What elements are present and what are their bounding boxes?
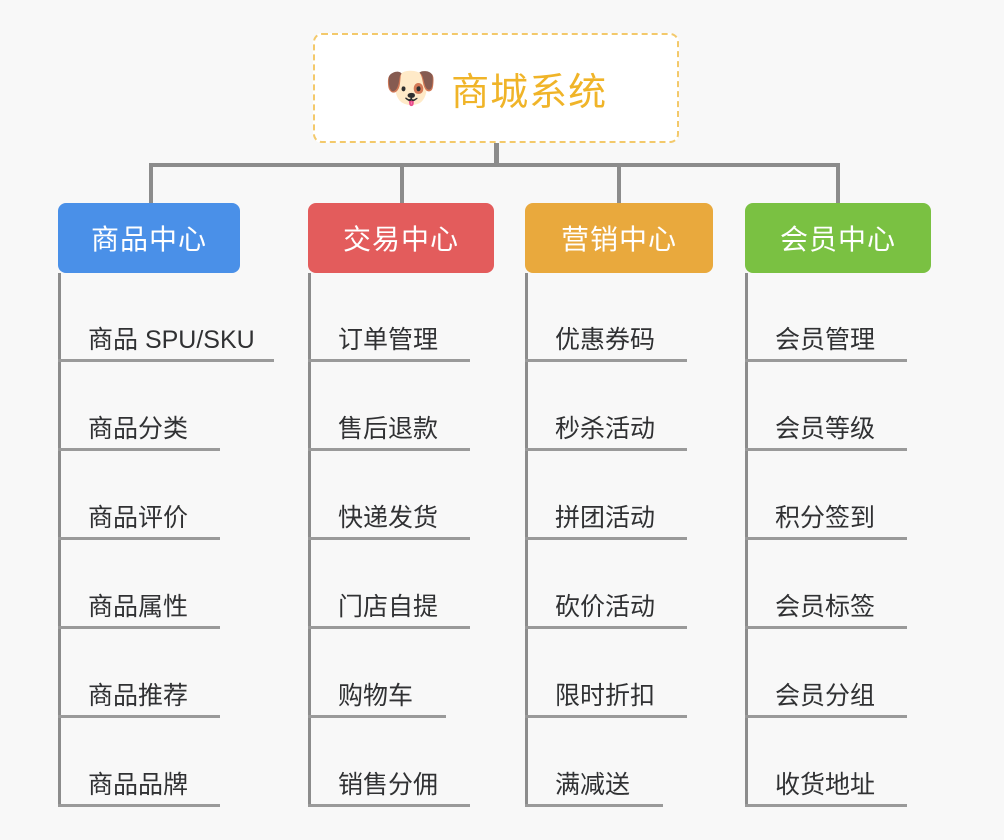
leaf-item-label: 快递发货	[338, 504, 439, 532]
leaf-item-label: 会员标签	[775, 593, 876, 621]
leaf-item[interactable]: 优惠券码	[525, 273, 713, 362]
leaf-underline	[525, 626, 687, 629]
leaf-item[interactable]: 限时折扣	[525, 629, 713, 718]
leaf-item-label: 会员等级	[775, 415, 876, 443]
leaf-list-member-center: 会员管理会员等级积分签到会员标签会员分组收货地址	[745, 273, 931, 807]
leaf-item-label: 商品分类	[88, 415, 189, 443]
leaf-item-label: 商品推荐	[88, 682, 189, 710]
leaf-item-label: 商品 SPU/SKU	[88, 326, 255, 354]
leaf-item-label: 优惠券码	[555, 326, 656, 354]
leaf-underline	[58, 804, 220, 807]
leaf-item[interactable]: 会员等级	[745, 362, 931, 451]
leaf-item[interactable]: 售后退款	[308, 362, 494, 451]
leaf-item-label: 购物车	[338, 682, 414, 710]
leaf-underline	[525, 359, 687, 362]
leaf-underline	[745, 626, 907, 629]
leaf-underline	[58, 448, 220, 451]
leaf-underline	[525, 715, 687, 718]
leaf-item[interactable]: 商品品牌	[58, 718, 255, 807]
leaf-item-label: 销售分佣	[338, 771, 439, 799]
leaf-item[interactable]: 购物车	[308, 629, 494, 718]
leaf-spine	[525, 273, 528, 807]
leaf-item[interactable]: 拼团活动	[525, 451, 713, 540]
leaf-item-label: 会员管理	[775, 326, 876, 354]
category-header-trade-center[interactable]: 交易中心	[308, 203, 494, 273]
leaf-item[interactable]: 订单管理	[308, 273, 494, 362]
connector-bus	[151, 163, 840, 167]
dog-face-icon: 🐶	[384, 64, 438, 111]
leaf-item-label: 积分签到	[775, 504, 876, 532]
leaf-item[interactable]: 商品评价	[58, 451, 255, 540]
leaf-item-label: 秒杀活动	[555, 415, 656, 443]
leaf-item-label: 会员分组	[775, 682, 876, 710]
leaf-underline	[58, 626, 220, 629]
leaf-item[interactable]: 会员分组	[745, 629, 931, 718]
leaf-item[interactable]: 满减送	[525, 718, 713, 807]
leaf-underline	[308, 537, 470, 540]
leaf-item-label: 门店自提	[338, 593, 439, 621]
leaf-item[interactable]: 商品分类	[58, 362, 255, 451]
leaf-item[interactable]: 秒杀活动	[525, 362, 713, 451]
category-header-product-center[interactable]: 商品中心	[58, 203, 240, 273]
leaf-spine	[58, 273, 61, 807]
leaf-underline	[308, 448, 470, 451]
leaf-list-product-center: 商品 SPU/SKU 商品分类商品评价商品属性商品推荐商品品牌	[58, 273, 274, 807]
leaf-item-label: 拼团活动	[555, 504, 656, 532]
branch-column-member-center: 会员中心 会员管理会员等级积分签到会员标签会员分组收货地址	[745, 203, 931, 807]
root-title: 商城系统	[451, 71, 608, 114]
category-header-member-center[interactable]: 会员中心	[745, 203, 931, 273]
leaf-underline	[58, 715, 220, 718]
leaf-underline	[745, 359, 907, 362]
leaf-underline	[745, 448, 907, 451]
connector-drop-1	[400, 163, 404, 205]
leaf-item[interactable]: 商品推荐	[58, 629, 255, 718]
leaf-spine	[308, 273, 311, 807]
leaf-underline	[525, 804, 663, 807]
leaf-item-label: 砍价活动	[555, 593, 656, 621]
leaf-item-label: 商品属性	[88, 593, 189, 621]
leaf-underline	[745, 715, 907, 718]
category-header-marketing-center[interactable]: 营销中心	[525, 203, 713, 273]
leaf-list-trade-center: 订单管理售后退款快递发货门店自提购物车销售分佣	[308, 273, 494, 807]
leaf-underline	[525, 448, 687, 451]
leaf-item[interactable]: 商品属性	[58, 540, 255, 629]
connector-drop-0	[149, 163, 153, 205]
leaf-item[interactable]: 门店自提	[308, 540, 494, 629]
leaf-item-label: 限时折扣	[555, 682, 656, 710]
leaf-underline	[525, 537, 687, 540]
leaf-item-label: 商品品牌	[88, 771, 189, 799]
leaf-item[interactable]: 快递发货	[308, 451, 494, 540]
connector-drop-3	[836, 163, 840, 205]
leaf-underline	[745, 804, 907, 807]
leaf-item[interactable]: 收货地址	[745, 718, 931, 807]
leaf-item[interactable]: 积分签到	[745, 451, 931, 540]
leaf-item-label: 收货地址	[775, 771, 876, 799]
connector-root-stem	[494, 143, 499, 165]
branch-column-marketing-center: 营销中心 优惠券码秒杀活动拼团活动砍价活动限时折扣满减送	[525, 203, 713, 807]
leaf-item[interactable]: 销售分佣	[308, 718, 494, 807]
branch-column-trade-center: 交易中心 订单管理售后退款快递发货门店自提购物车销售分佣	[308, 203, 494, 807]
leaf-underline	[308, 715, 446, 718]
branch-column-product-center: 商品中心 商品 SPU/SKU 商品分类商品评价商品属性商品推荐商品品牌	[58, 203, 274, 807]
leaf-item-label: 售后退款	[338, 415, 439, 443]
leaf-underline	[308, 359, 470, 362]
leaf-underline	[308, 626, 470, 629]
leaf-item[interactable]: 商品 SPU/SKU	[58, 273, 274, 362]
root-node-content: 🐶 商城系统	[385, 61, 607, 116]
leaf-item[interactable]: 会员标签	[745, 540, 931, 629]
leaf-underline	[58, 359, 274, 362]
leaf-item-label: 满减送	[555, 771, 631, 799]
leaf-item-label: 商品评价	[88, 504, 189, 532]
root-node[interactable]: 🐶 商城系统	[313, 33, 679, 143]
leaf-item[interactable]: 砍价活动	[525, 540, 713, 629]
leaf-list-marketing-center: 优惠券码秒杀活动拼团活动砍价活动限时折扣满减送	[525, 273, 713, 807]
leaf-underline	[58, 537, 220, 540]
leaf-item-label: 订单管理	[338, 326, 439, 354]
leaf-underline	[308, 804, 470, 807]
leaf-spine	[745, 273, 748, 807]
leaf-item[interactable]: 会员管理	[745, 273, 931, 362]
leaf-underline	[745, 537, 907, 540]
connector-drop-2	[617, 163, 621, 205]
